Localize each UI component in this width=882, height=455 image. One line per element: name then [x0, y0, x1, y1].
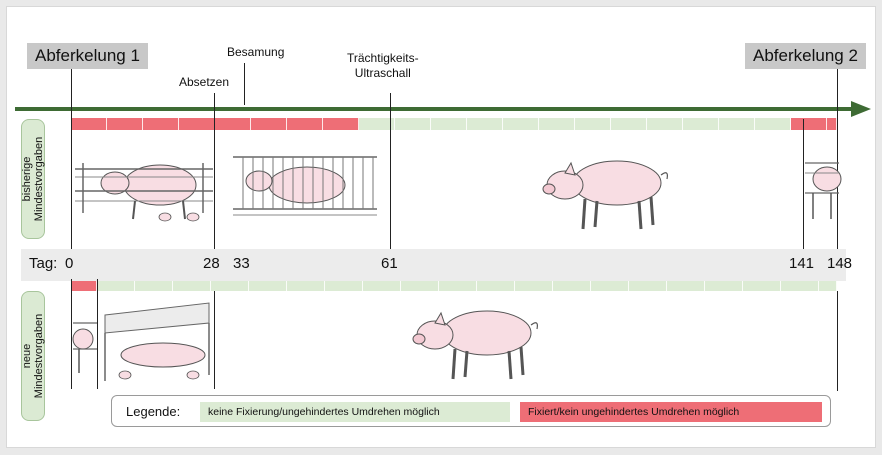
new-free-sow-illustration — [405, 301, 545, 383]
legend-title: Legende: — [126, 404, 180, 419]
new-rules-label-line-2: Mindestvorgaben — [33, 314, 45, 398]
ultrasound-label-line-1: Trächtigkeits- — [347, 51, 419, 66]
farrowing-1-label: Abferkelung 1 — [27, 43, 148, 69]
day-141: 141 — [789, 254, 814, 274]
line-day-141 — [803, 119, 804, 249]
ultrasound-label-line-2: Ultraschall — [347, 66, 419, 81]
line-insemination — [244, 63, 245, 105]
new-rules-label-line-1: neue — [21, 314, 33, 398]
old-rules-tab: bisherige Mindestvorgaben — [21, 119, 45, 239]
day-prefix: Tag: — [29, 254, 57, 274]
line-new-day-148 — [837, 291, 838, 391]
new-rules-tab: neue Mindestvorgaben — [21, 291, 45, 421]
line-new-farrow-end — [97, 279, 98, 389]
new-farrowing-crate-partial-illustration — [73, 309, 97, 379]
insemination-stall-illustration — [229, 151, 379, 223]
old-rules-tab-text: bisherige Mindestvorgaben — [21, 137, 45, 221]
old-rules-label-line-1: bisherige — [21, 137, 33, 221]
figure-frame: Abferkelung 1 Abferkelung 2 Besamung Abs… — [6, 6, 876, 448]
farrowing-crate-illustration — [75, 153, 215, 223]
old-rules-band — [71, 118, 837, 130]
free-farrowing-pen-illustration — [101, 303, 213, 385]
weaning-label: Absetzen — [179, 75, 229, 90]
new-rules-tab-text: neue Mindestvorgaben — [21, 314, 45, 398]
ultrasound-label: Trächtigkeits- Ultraschall — [347, 51, 419, 81]
legend: Legende: keine Fixierung/ungehindertes U… — [111, 395, 831, 427]
insemination-label: Besamung — [227, 45, 284, 60]
timeline-arrow — [7, 99, 875, 119]
line-day-0 — [71, 69, 72, 249]
legend-free-swatch: keine Fixierung/ungehindertes Umdrehen m… — [200, 402, 510, 422]
line-new-weaning — [214, 291, 215, 389]
farrowing-2-label: Abferkelung 2 — [745, 43, 866, 69]
gestating-sow-illustration — [535, 153, 675, 233]
day-61: 61 — [381, 254, 398, 274]
farrowing-crate-partial-illustration — [805, 153, 839, 223]
old-rules-label-line-2: Mindestvorgaben — [33, 137, 45, 221]
day-0: 0 — [65, 254, 73, 274]
line-new-farrow-start — [71, 279, 72, 389]
day-28: 28 — [203, 254, 220, 274]
day-33: 33 — [233, 254, 250, 274]
day-axis-bar — [21, 249, 846, 281]
line-day-61 — [390, 93, 391, 249]
legend-fixed-swatch: Fixiert/kein ungehindertes Umdrehen mögl… — [520, 402, 822, 422]
day-148: 148 — [827, 254, 852, 274]
